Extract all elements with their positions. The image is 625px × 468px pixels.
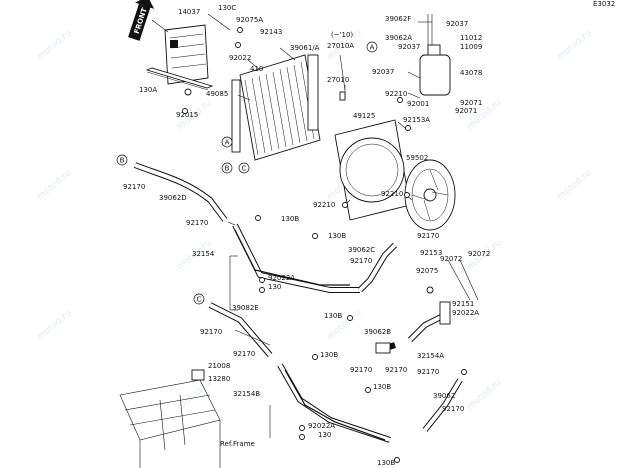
part-92170-j: 92170: [442, 405, 464, 413]
fan-shroud: [334, 119, 411, 221]
part-92015: 92015: [176, 111, 198, 119]
part-92022a-b: 92022A: [452, 309, 479, 317]
part-410: 410: [250, 65, 263, 73]
part-49125: 49125: [353, 112, 375, 120]
part-43078: 43078: [460, 69, 482, 77]
svg-text:A: A: [370, 44, 375, 52]
part-92210-top: 92210: [385, 90, 407, 98]
qty-note: (~'10): [331, 31, 353, 39]
part-21008: 21008: [208, 362, 230, 370]
part-13280: 13280: [208, 375, 230, 383]
part-39062b: 39062B: [364, 328, 391, 336]
part-92143: 92143: [260, 28, 282, 36]
part-92170-f: 92170: [233, 350, 255, 358]
part-92022a-c: 92022A: [308, 422, 335, 430]
part-39061a: 39061/A: [290, 44, 320, 52]
part-92170-e: 92170: [200, 328, 222, 336]
part-130a: 130A: [139, 86, 157, 94]
callout-c-radiator: [238, 162, 250, 174]
part-92170-c: 92170: [417, 232, 439, 240]
part-92022: 92022: [229, 54, 251, 62]
callout-b-left: [116, 154, 128, 166]
part-130b-a: 130B: [281, 215, 299, 223]
part-92075a: 92075A: [236, 16, 263, 24]
part-39062f: 39062F: [385, 15, 411, 23]
part-labels: 14037 130C 92075A 92143 39061/A 92022 41…: [123, 4, 490, 467]
fittings: [182, 27, 479, 463]
svg-text:motod.ru: motod.ru: [556, 168, 594, 202]
part-32154a: 32154A: [417, 352, 444, 360]
part-92151: 92151: [452, 300, 474, 308]
part-92210-mid: 92210: [381, 190, 403, 198]
svg-text:B: B: [225, 165, 230, 173]
part-27010a: 27010A: [327, 42, 354, 50]
part-39062: 39062: [433, 392, 455, 400]
part-92037-mid: 92037: [398, 43, 420, 51]
part-92001: 92001: [407, 100, 429, 108]
part-92022a: 92022A: [268, 274, 295, 282]
ref-frame-label: Ref.Frame: [220, 440, 255, 448]
part-92037-low: 92037: [372, 68, 394, 76]
callout-markers: B C A B C A: [116, 41, 378, 305]
svg-text:motod.ru: motod.ru: [36, 168, 74, 202]
part-59502: 59502: [406, 154, 428, 162]
part-130b-c: 130B: [324, 312, 342, 320]
part-130: 130: [268, 283, 281, 291]
part-92072-a: 92072: [440, 255, 462, 263]
vehicle-frame: [119, 369, 221, 468]
part-92170-g: 92170: [350, 366, 372, 374]
part-39062a: 39062A: [385, 34, 412, 42]
callout-a-radiator: [221, 136, 233, 148]
part-130b-e: 130B: [373, 383, 391, 391]
front-arrow: FRONT: [128, 0, 155, 41]
svg-text:C: C: [242, 165, 247, 173]
svg-text:C: C: [197, 296, 202, 304]
part-92210-low: 92210: [313, 201, 335, 209]
part-130-b: 130: [318, 431, 331, 439]
part-92075: 92075: [416, 267, 438, 275]
part-92071-a: 92071: [460, 99, 482, 107]
svg-text:motod.ru: motod.ru: [556, 28, 594, 62]
part-32154: 32154: [192, 250, 215, 258]
part-130c: 130C: [218, 4, 236, 12]
part-92170-d: 92170: [350, 257, 372, 265]
part-92153: 92153: [420, 249, 442, 257]
part-49085: 49085: [206, 90, 228, 98]
part-130b-b: 130B: [328, 232, 346, 240]
reservoir-tank: [419, 14, 451, 96]
pipes: [234, 229, 386, 441]
callout-b-radiator: [221, 162, 233, 174]
part-92072-b: 92072: [468, 250, 490, 258]
part-92170-i: 92170: [417, 368, 439, 376]
part-130b-f: 130B: [377, 459, 395, 467]
part-130b-d: 130B: [320, 351, 338, 359]
diagram-code: E3032: [593, 0, 615, 8]
part-92170-b: 92170: [186, 219, 208, 227]
svg-text:B: B: [120, 157, 125, 165]
part-92170-left: 92170: [123, 183, 145, 191]
part-39062d: 39062D: [159, 194, 187, 202]
cooling-fan: [404, 159, 456, 231]
part-39082e: 39082E: [232, 304, 259, 312]
part-27010: 27010: [327, 76, 349, 84]
part-11012: 11012: [460, 34, 482, 42]
radiator: [231, 54, 321, 161]
svg-text:motod.ru: motod.ru: [36, 28, 74, 62]
part-92071-b: 92071: [455, 107, 477, 115]
part-92170-h: 92170: [385, 366, 407, 374]
callout-c-left: [193, 293, 205, 305]
part-14037: 14037: [178, 8, 200, 16]
radiator-screen: [145, 24, 214, 91]
part-92037-top: 92037: [446, 20, 468, 28]
part-32154b: 32154B: [233, 390, 260, 398]
svg-text:A: A: [225, 139, 230, 147]
part-92153a: 92153A: [403, 116, 430, 124]
svg-text:motod.ru: motod.ru: [36, 308, 74, 342]
callout-a-reservoir: [366, 41, 378, 53]
svg-text:motod.ru: motod.ru: [466, 378, 504, 412]
part-11009: 11009: [460, 43, 482, 51]
part-39062c: 39062C: [348, 246, 375, 254]
